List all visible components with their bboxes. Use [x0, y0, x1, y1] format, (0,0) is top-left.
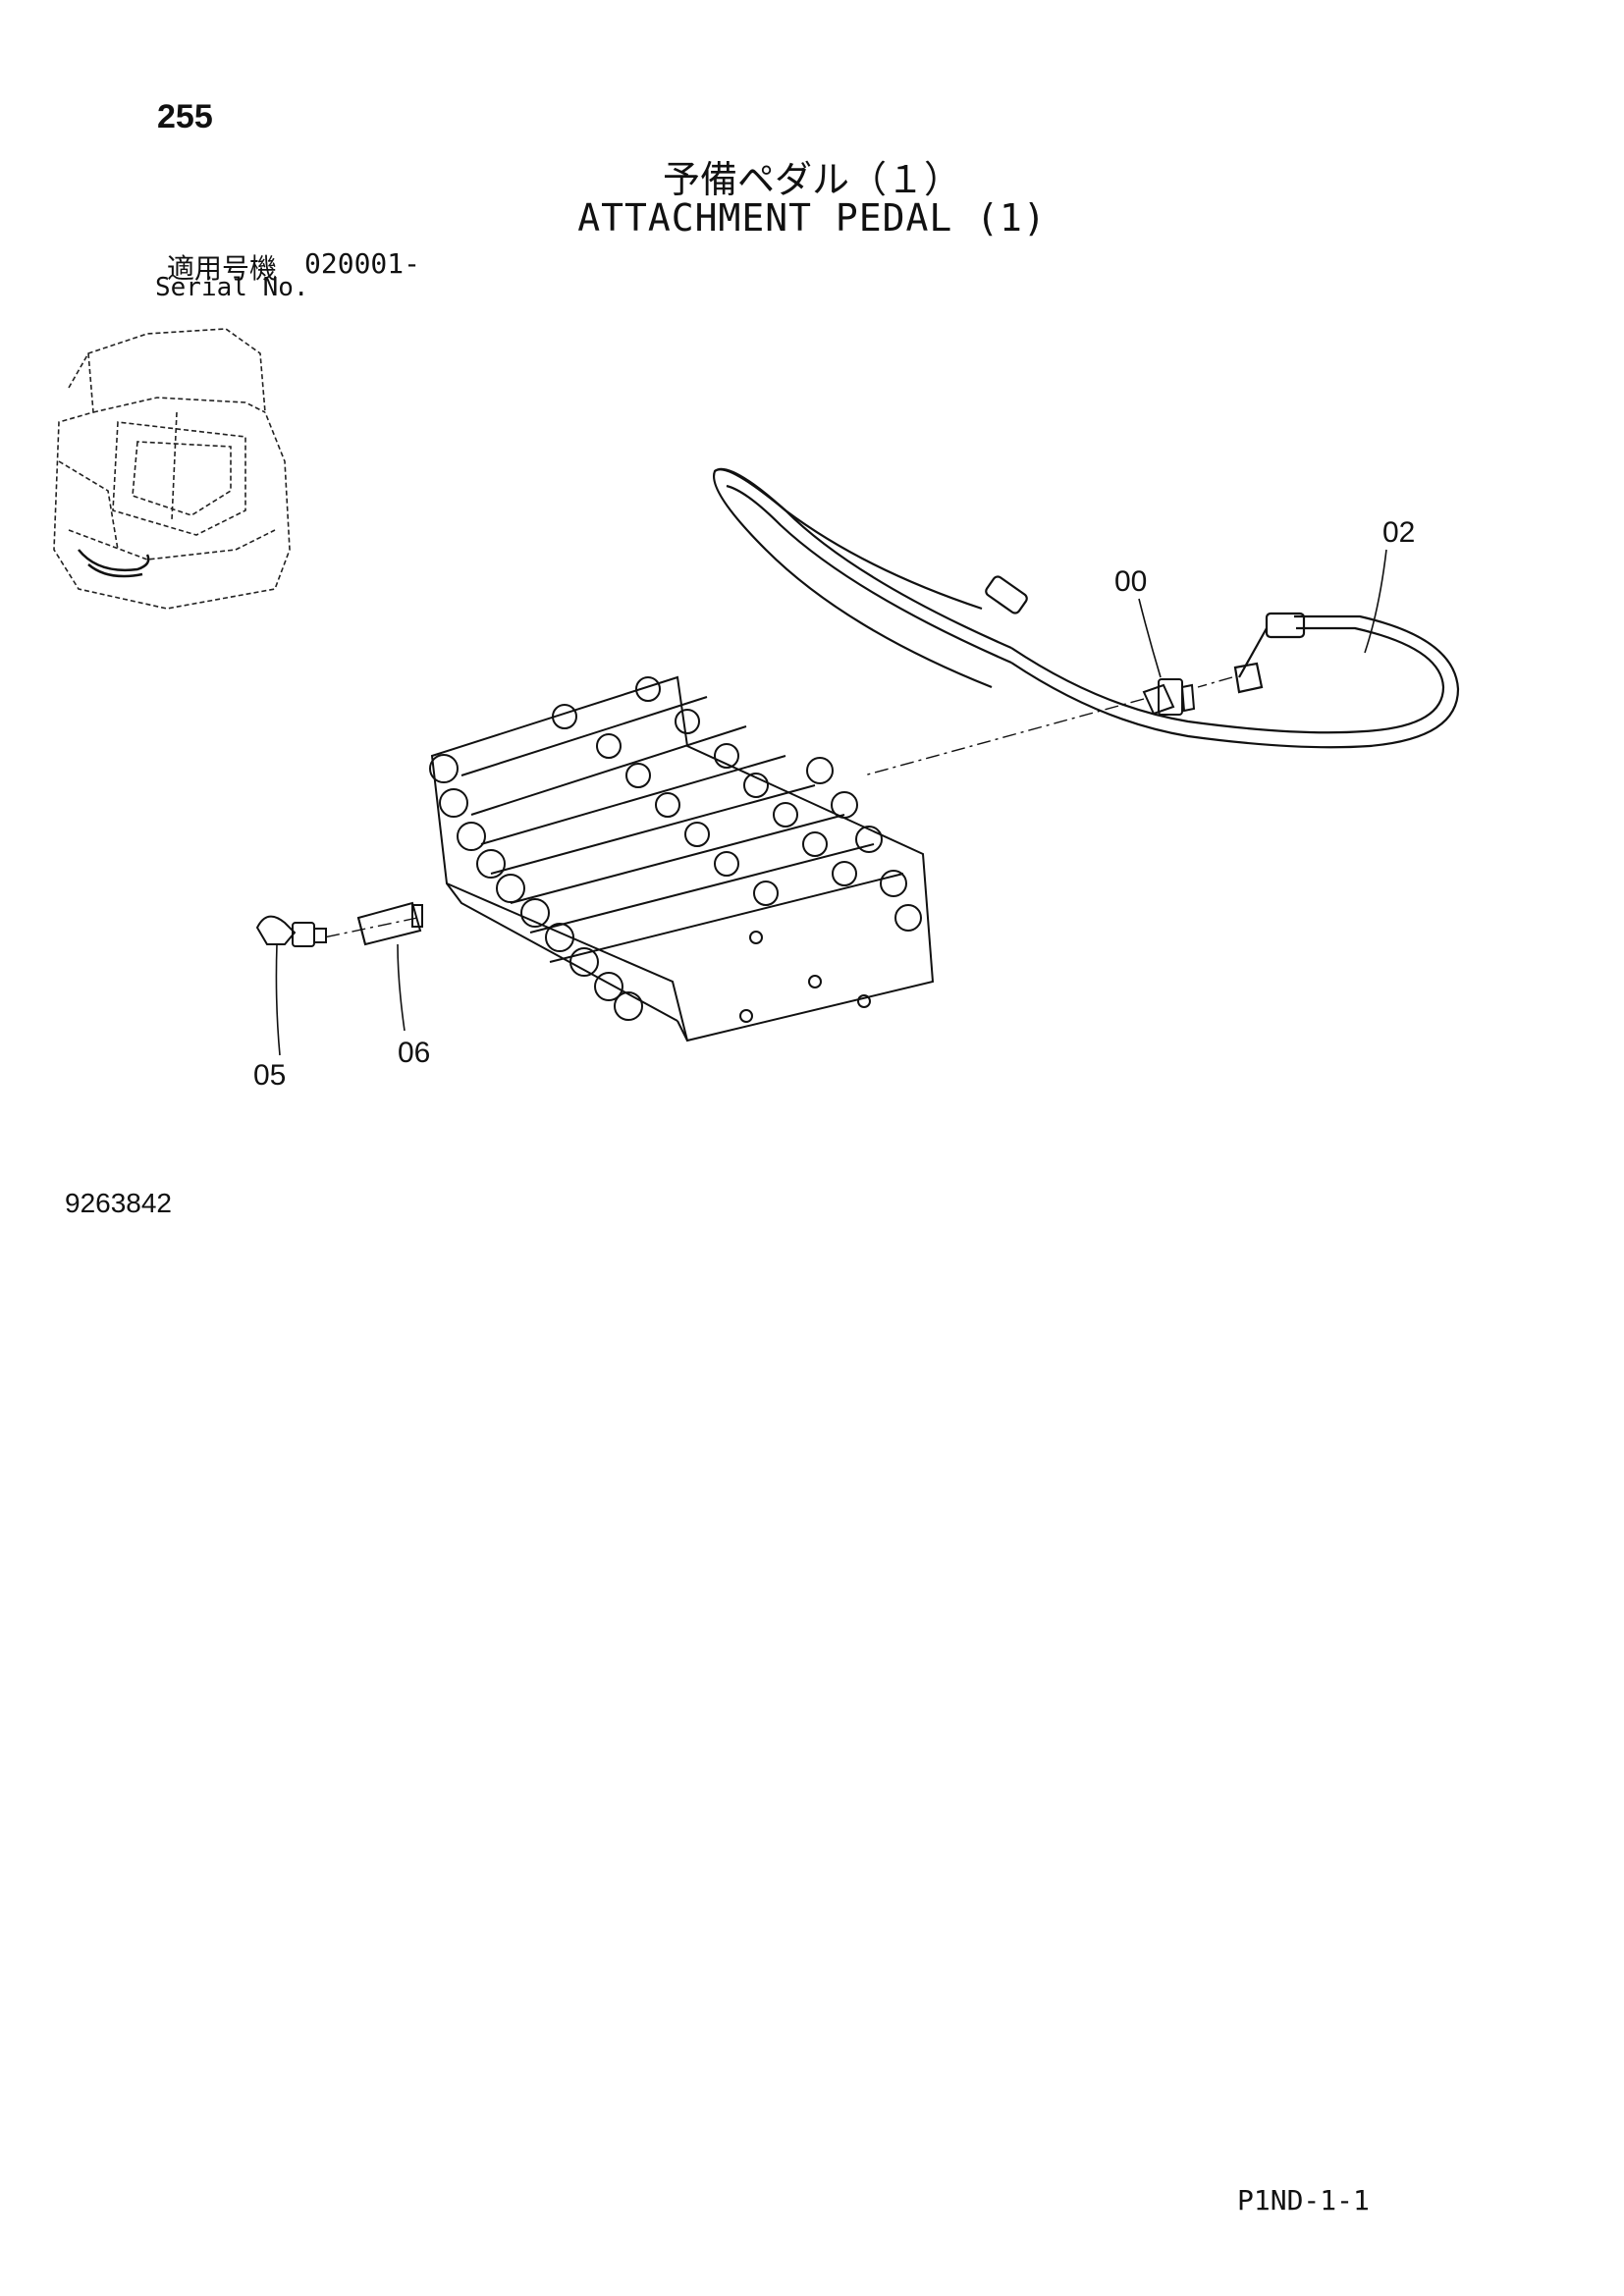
adapter-fitting — [1142, 678, 1196, 716]
control-valve-block — [429, 675, 935, 1042]
callout-06: 06 — [398, 1037, 430, 1069]
callout-02: 02 — [1382, 516, 1415, 549]
page-number: 255 — [157, 98, 213, 135]
page-title-japanese: 予備ペダル（１） — [662, 158, 961, 201]
cab-locator-illustration — [53, 328, 291, 610]
page-title-english: ATTACHMENT PEDAL (1) — [577, 196, 1047, 240]
straight-adapter — [356, 901, 423, 946]
serial-label-japanese: 適用号機 — [167, 252, 278, 285]
assembly-center-line — [323, 676, 1233, 938]
serial-value: 020001- — [304, 247, 421, 280]
callout-05: 05 — [253, 1059, 286, 1092]
elbow-fitting — [255, 915, 327, 947]
leader-lines — [275, 549, 1387, 1056]
hose-assembly — [713, 467, 1460, 749]
cab-highlight-arrow — [78, 549, 150, 578]
callout-00: 00 — [1114, 565, 1147, 598]
document-code: 9263842 — [65, 1188, 173, 1218]
serial-label-english: Serial No. — [155, 273, 309, 302]
page-code: P1ND-1-1 — [1237, 2184, 1370, 2216]
